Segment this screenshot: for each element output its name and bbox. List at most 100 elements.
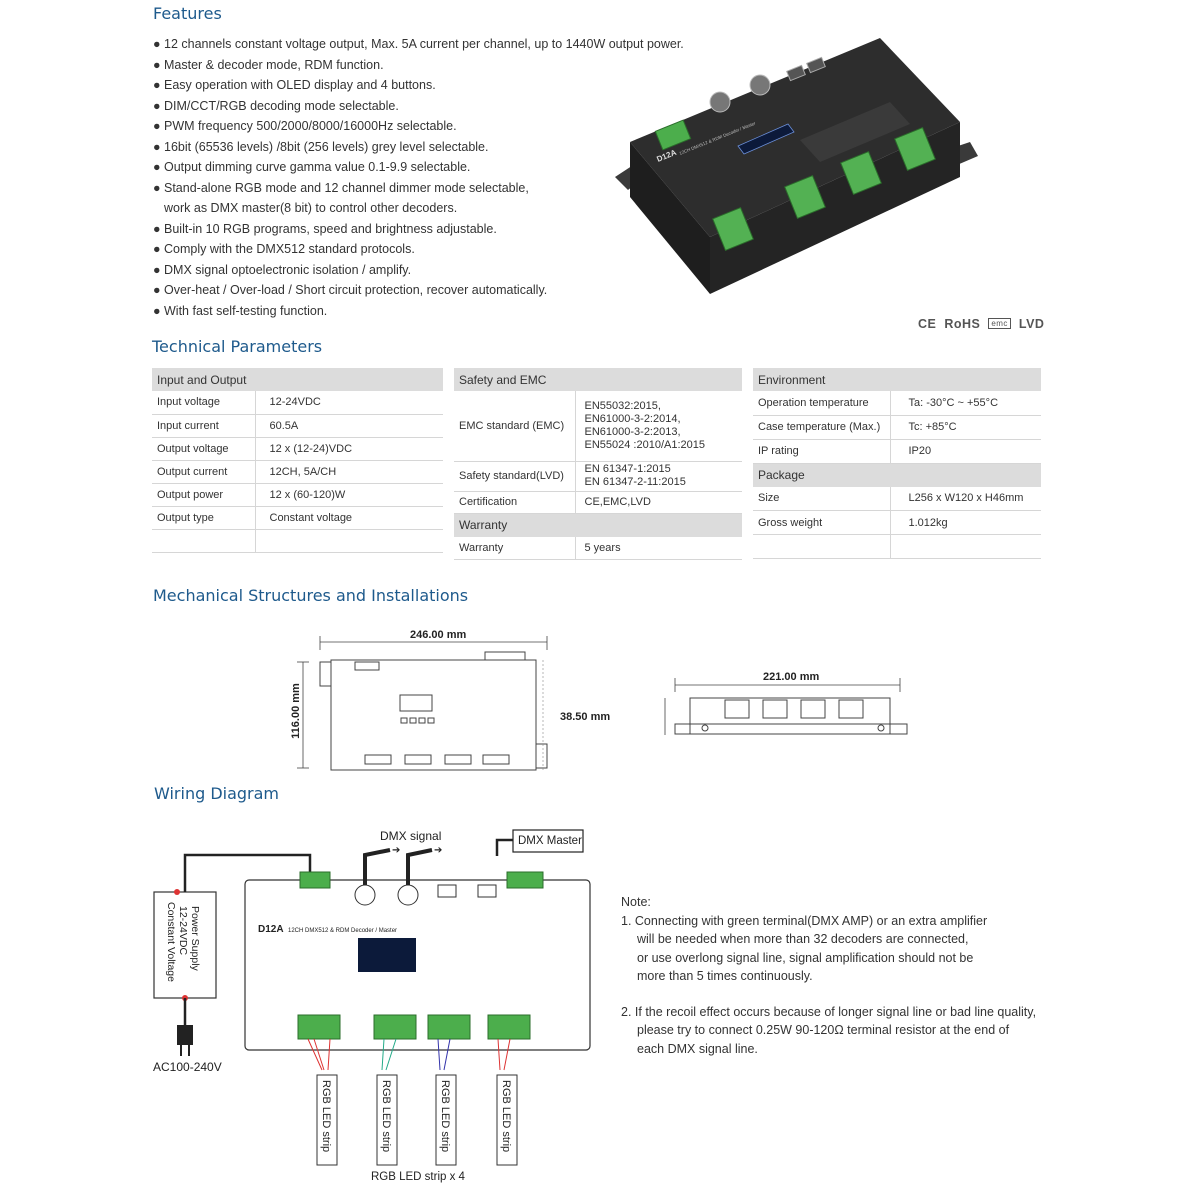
param-label: Input voltage: [152, 391, 255, 415]
param-label: Output type: [152, 506, 255, 530]
side-length-dimension: 221.00 mm: [763, 671, 820, 683]
side-terminal-outline: [762, 699, 788, 719]
xlr-in-icon: [354, 884, 376, 906]
side-terminal-outline: [724, 699, 750, 719]
warranty-header: Warranty: [454, 513, 742, 537]
output-terminal: [894, 126, 936, 172]
emc-mark: emc: [988, 318, 1011, 329]
note-line: 2. If the recoil effect occurs because o…: [621, 1004, 1037, 1019]
dmx-master-label: DMX Master: [518, 835, 582, 847]
feature-item: ●Stand-alone RGB mode and 12 channel dim…: [153, 180, 529, 195]
led-strip-label: RGB LED strip: [380, 1080, 392, 1152]
wiring-diagram: ➔ ➔ D12A 12CH DMX512 & RDM Decoder / Mas…: [153, 829, 591, 1166]
feature-item: ●DMX signal optoelectronic isolation / a…: [153, 262, 412, 277]
led-strip: [376, 1074, 398, 1166]
power-cable: [183, 853, 312, 892]
feature-item: ●DIM/CCT/RGB decoding mode selectable.: [153, 98, 399, 113]
dmx-master-cable: [495, 838, 513, 856]
param-label: Size: [753, 486, 890, 511]
param-value: EN55032:2015,EN61000-3-2:2014,EN61000-3-…: [574, 391, 742, 462]
feature-item: ●Output dimming curve gamma value 0.1-9.…: [153, 160, 471, 174]
note-line: more than 5 times continuously.: [637, 969, 813, 983]
param-value: Ta: -30°C ~ +55°C: [889, 391, 1041, 416]
side-terminal-outline: [800, 699, 826, 719]
rj45-in-icon: [437, 884, 457, 898]
power-supply-voltage: 12-24VDC: [177, 906, 189, 955]
param-label: Safety standard(LVD): [454, 461, 575, 492]
lvd-mark: LVD: [1018, 317, 1045, 331]
height-dimension: 116.00 mm: [290, 683, 302, 739]
led-strip: [435, 1074, 457, 1166]
feature-list: ●12 channels constant voltage output, Ma…: [153, 34, 684, 321]
feature-item: ●Easy operation with OLED display and 4 …: [153, 78, 436, 92]
led-strip-label: RGB LED strip: [320, 1080, 332, 1152]
device-front-face: [630, 142, 710, 294]
package-header: Package: [753, 463, 1041, 487]
product-photo: D12A 12CH DMX512 & RDM Decoder / Master: [615, 38, 978, 294]
param-label: Case temperature (Max.): [753, 415, 890, 440]
param-value: CE,EMC,LVD: [574, 491, 742, 514]
features-title: Features: [153, 4, 222, 23]
param-value: 12 x (60-120)W: [254, 483, 443, 507]
svg-text:➔: ➔: [392, 845, 400, 856]
oled-display: [737, 123, 795, 155]
feature-item: ●Built-in 10 RGB programs, speed and bri…: [153, 221, 497, 236]
depth-dimension: 38.50 mm: [560, 711, 611, 723]
param-value: Constant voltage: [254, 506, 443, 530]
param-value: IP20: [889, 439, 1041, 464]
terminal-outline: [364, 754, 392, 765]
device-outline: [244, 879, 591, 1051]
led-strip-label: RGB LED strip: [439, 1080, 451, 1152]
feature-item: ●Master & decoder mode, RDM function.: [153, 57, 384, 72]
output-terminal: [784, 174, 826, 220]
top-view-body: [330, 659, 537, 771]
param-label: Output voltage: [152, 437, 255, 461]
safety-emc-table: Safety and EMC EMC standard (EMC) EN5503…: [454, 368, 742, 560]
power-supply-label: Power Supply: [189, 906, 201, 972]
param-value: L256 x W120 x H46mm: [889, 486, 1041, 511]
width-dimension: 246.00 mm: [410, 629, 467, 641]
rohs-mark: RoHS: [944, 317, 981, 331]
xlr-socket-out: [749, 74, 771, 96]
oled-display-diagram: [358, 938, 416, 972]
param-label: Warranty: [454, 536, 575, 560]
power-terminal: [654, 119, 692, 151]
param-label: Gross weight: [753, 510, 890, 535]
device-top-face: [630, 38, 960, 237]
param-label: EMC standard (EMC): [454, 391, 575, 462]
param-value: 60.5A: [254, 414, 443, 438]
rj45-out-icon: [477, 884, 497, 898]
mechanical-title: Mechanical Structures and Installations: [153, 586, 469, 605]
dmx-signal-label: DMX signal: [380, 829, 442, 843]
param-value: 12 x (12-24)VDC: [254, 437, 443, 461]
param-value: 5 years: [574, 536, 742, 560]
param-label: Operation temperature: [753, 391, 890, 416]
svg-text:➔: ➔: [434, 845, 442, 856]
device-label: [800, 102, 910, 162]
display-outline: [399, 694, 433, 712]
side-terminal-outline: [838, 699, 864, 719]
input-output-header: Input and Output: [152, 368, 443, 391]
note-line: 1. Connecting with green terminal(DMX AM…: [621, 913, 988, 928]
terminal-outline: [482, 754, 510, 765]
feature-item: ●PWM frequency 500/2000/8000/16000Hz sel…: [153, 119, 457, 133]
terminal-outline: [444, 754, 472, 765]
power-supply-type: Constant Voltage: [165, 902, 177, 982]
feature-item: ●With fast self-testing function.: [153, 303, 328, 318]
feature-item: ●16bit (65536 levels) /8bit (256 levels)…: [153, 139, 489, 154]
device-side-face: [710, 122, 960, 294]
dmx-signal-cable: [363, 848, 391, 885]
feature-item: ●Comply with the DMX512 standard protoco…: [153, 242, 415, 256]
param-label: Certification: [454, 491, 575, 514]
wiring-note: Note: 1. Connecting with green terminal(…: [621, 893, 1036, 1058]
mechanical-drawing: [297, 636, 908, 771]
output-terminal: [840, 150, 882, 196]
diagram-model-label: D12A: [258, 924, 284, 935]
param-value: 12CH, 5A/CH: [254, 460, 443, 484]
wiring-diagram-title: Wiring Diagram: [154, 784, 280, 803]
param-label: IP rating: [753, 439, 890, 464]
terminal-outline: [404, 754, 432, 765]
